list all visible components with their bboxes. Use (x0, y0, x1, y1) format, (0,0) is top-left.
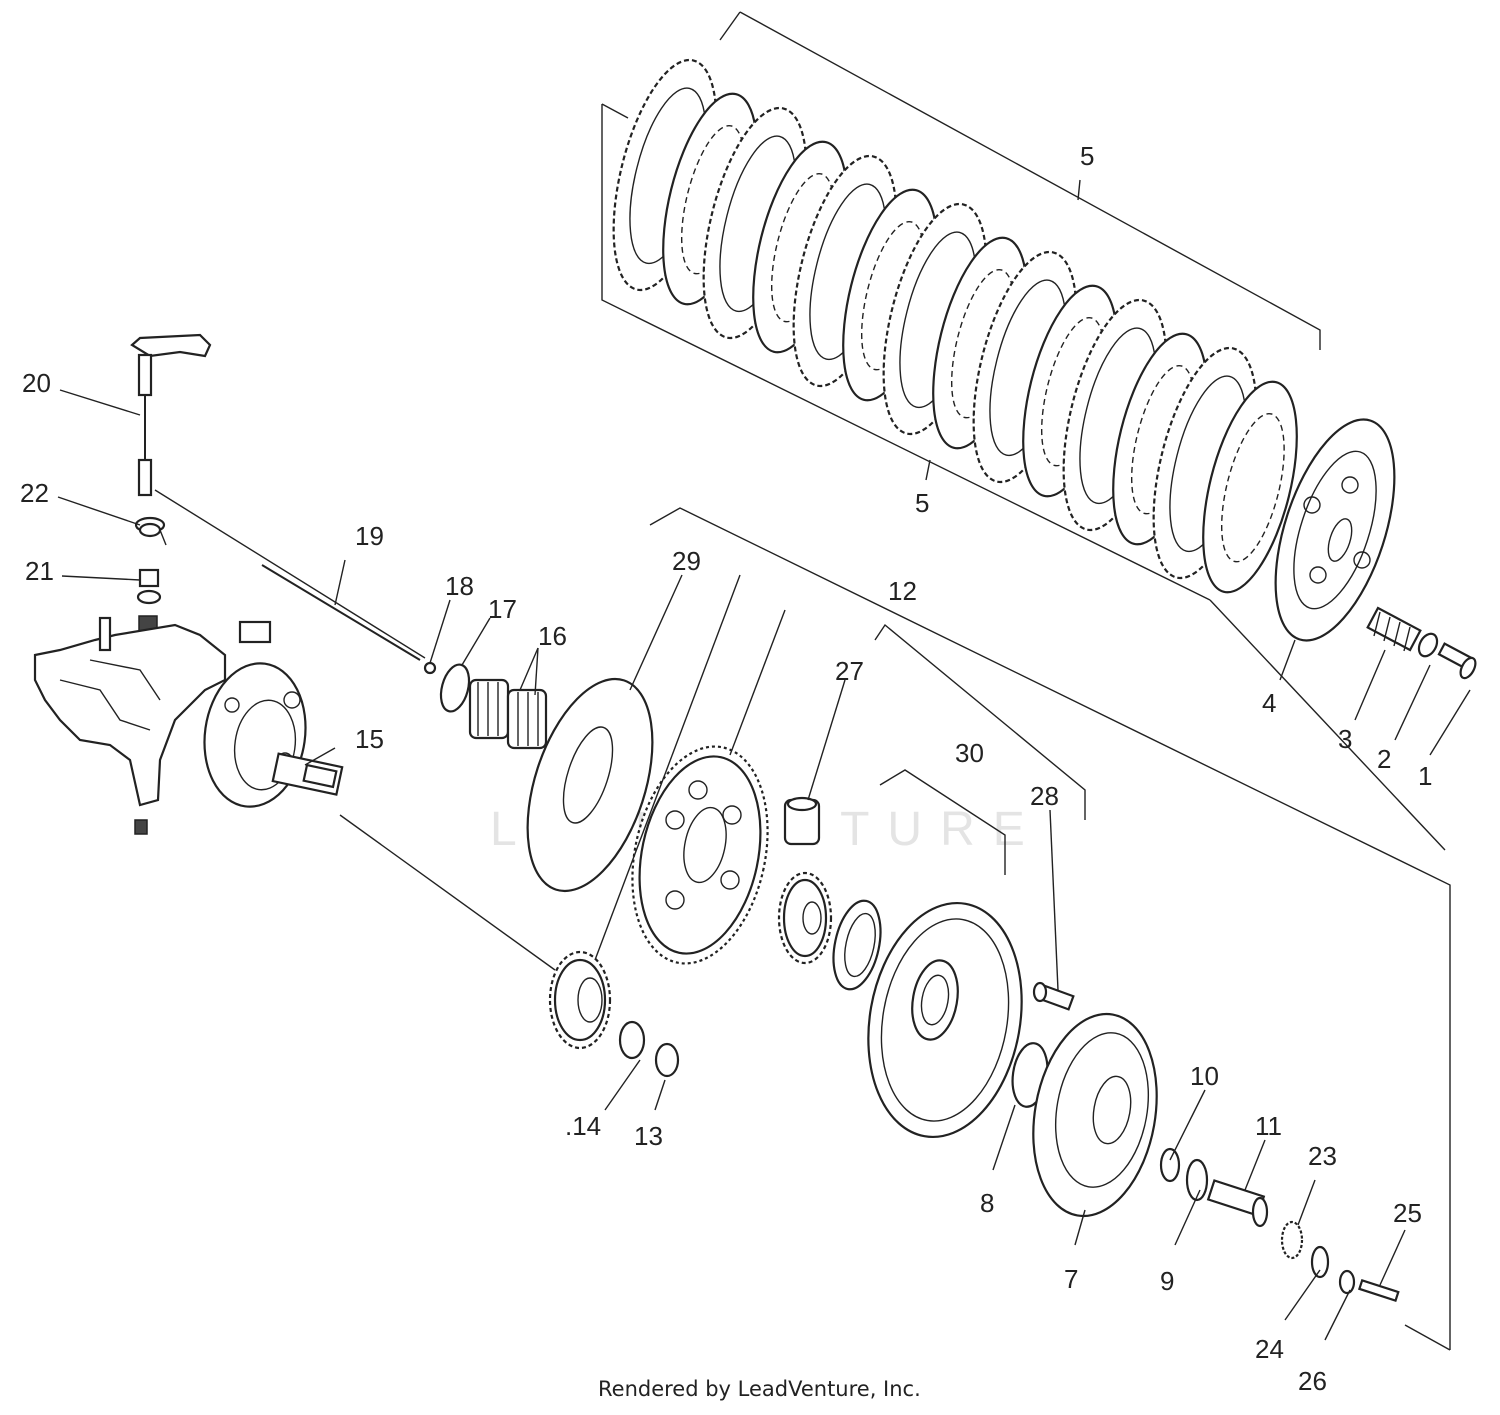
callout-24: 24 (1255, 1334, 1284, 1364)
lock-washer (1159, 1147, 1181, 1183)
callout-8: 8 (980, 1188, 994, 1218)
group-bracket (649, 507, 1451, 1351)
callout-20: 20 (22, 368, 51, 398)
thrust-washer (439, 663, 471, 713)
steel-ball (423, 661, 437, 675)
callout-4: 4 (1262, 688, 1276, 718)
input-shaft (271, 752, 344, 796)
clutch-lever-shaft (130, 333, 212, 497)
spring-bolt (1437, 642, 1477, 680)
basket-bolt (1032, 981, 1075, 1011)
callout-25: 25 (1393, 1198, 1422, 1228)
gear-nut (654, 1042, 680, 1078)
callout-22: 22 (20, 478, 49, 508)
needle-bearings (468, 678, 548, 750)
callout-17: 17 (488, 594, 517, 624)
release-bearing (1280, 1220, 1304, 1260)
pump-gear-washer (832, 899, 882, 991)
gear-washer (618, 1020, 646, 1060)
clutch-plate-stack (601, 11, 1321, 601)
pressure-plate (1274, 418, 1396, 642)
callout-12: 12 (888, 576, 917, 606)
callout-28: 28 (1030, 781, 1059, 811)
callout-2: 2 (1377, 744, 1391, 774)
callout-21: 21 (25, 556, 54, 586)
callout-15: 15 (355, 724, 384, 754)
push-rod (261, 564, 421, 661)
callout-29: 29 (672, 546, 701, 576)
lever-bolt (136, 568, 162, 633)
callout-19: 19 (355, 521, 384, 551)
leader-lines (57, 389, 1471, 1341)
callout-18: 18 (445, 571, 474, 601)
callout-3: 3 (1338, 724, 1352, 754)
hub-nut (1185, 1158, 1209, 1202)
callout-27: 27 (835, 656, 864, 686)
callout-10: 10 (1190, 1061, 1219, 1091)
callout-1: 1 (1418, 761, 1432, 791)
callouts: 1 2 3 4 5 5 7 8 9 10 11 12 13 .14 15 16 … (20, 141, 1432, 1396)
primary-gear-plate (526, 677, 654, 893)
release-sleeve (1206, 1179, 1269, 1228)
callout-16: 16 (538, 621, 567, 651)
callout-23: 23 (1308, 1141, 1337, 1171)
callout-14: .14 (565, 1111, 601, 1141)
callout-5-bottom: 5 (915, 488, 929, 518)
primary-drive-gear (548, 950, 612, 1050)
callout-5-top: 5 (1080, 141, 1094, 171)
spring-washer (1417, 632, 1439, 658)
clutch-outer-basket (867, 901, 1023, 1139)
adjusting-screw (1357, 1278, 1400, 1303)
callout-7: 7 (1064, 1264, 1078, 1294)
callout-11: 11 (1255, 1111, 1282, 1141)
crankcase-housing (33, 616, 272, 835)
lever-spring (134, 516, 167, 546)
group-bracket-30 (879, 769, 1006, 875)
collar-bushing (783, 796, 821, 846)
primary-driven-gear (631, 745, 769, 965)
rod-nut (1338, 1269, 1356, 1295)
callout-13: 13 (634, 1121, 663, 1151)
plate-inner-ring (1220, 413, 1285, 563)
credit-text: Rendered by LeadVenture, Inc. (598, 1377, 921, 1401)
steel-plate (1202, 380, 1298, 594)
callout-26: 26 (1298, 1366, 1327, 1396)
oil-pump-gear (777, 871, 833, 965)
clutch-spring (1366, 606, 1422, 652)
clutch-center-hub (1032, 1012, 1158, 1218)
callout-30: 30 (955, 738, 984, 768)
rod-washer (1310, 1245, 1330, 1279)
callout-9: 9 (1160, 1266, 1174, 1296)
